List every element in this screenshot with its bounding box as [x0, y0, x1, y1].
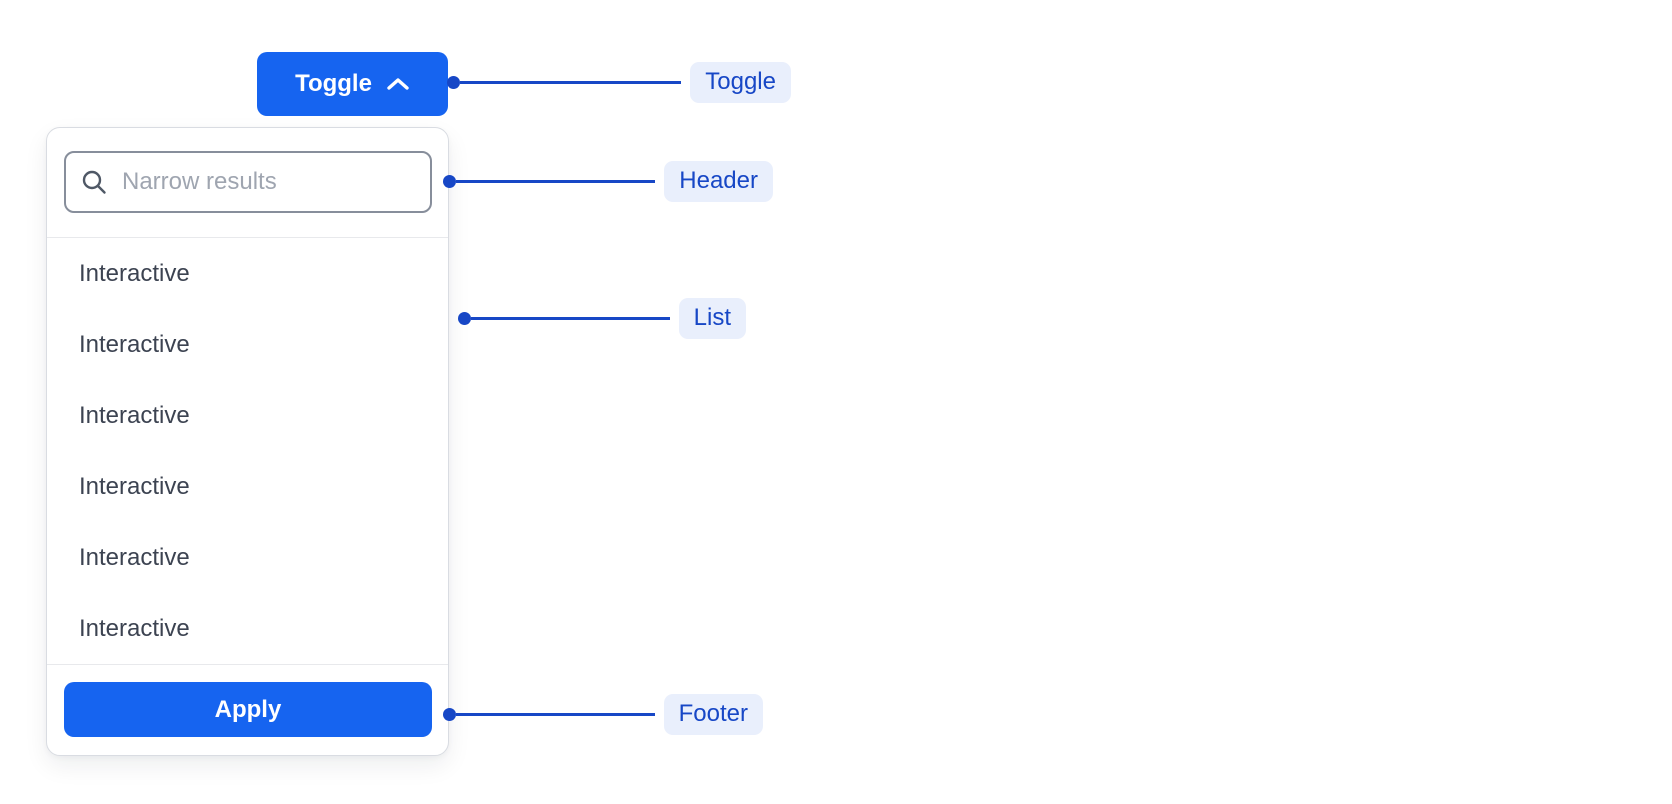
- annotation-toggle: Toggle: [447, 61, 791, 103]
- annotation-list: List: [458, 297, 746, 339]
- connector-line: [456, 712, 655, 716]
- annotation-footer: Footer: [443, 693, 763, 735]
- dropdown-panel: Interactive Interactive Interactive Inte…: [46, 127, 449, 756]
- connector-dot: [447, 75, 460, 89]
- annotation-label: Header: [664, 160, 773, 202]
- footer-divider: [47, 664, 448, 665]
- dropdown-footer: Apply: [47, 665, 448, 755]
- apply-button[interactable]: Apply: [64, 682, 432, 737]
- connector-dot: [443, 707, 456, 721]
- list-item[interactable]: Interactive: [47, 380, 448, 451]
- annotation-label: Footer: [663, 693, 763, 735]
- connector-line: [471, 316, 670, 320]
- chevron-up-icon: [386, 76, 410, 92]
- dropdown-list: Interactive Interactive Interactive Inte…: [47, 238, 448, 664]
- connector-line: [460, 80, 682, 84]
- connector-dot: [443, 174, 456, 188]
- connector-dot: [458, 311, 471, 325]
- toggle-button-label: Toggle: [295, 70, 372, 97]
- list-item[interactable]: Interactive: [47, 238, 448, 309]
- annotation-label: List: [678, 297, 746, 339]
- search-field-wrapper: [64, 151, 432, 213]
- list-item[interactable]: Interactive: [47, 593, 448, 664]
- dropdown-header: [47, 128, 448, 237]
- annotation-label: Toggle: [690, 61, 791, 103]
- list-item[interactable]: Interactive: [47, 522, 448, 593]
- connector-line: [456, 179, 656, 183]
- toggle-button[interactable]: Toggle: [257, 52, 448, 116]
- search-input[interactable]: [64, 151, 432, 213]
- annotation-header: Header: [443, 160, 773, 202]
- list-item[interactable]: Interactive: [47, 451, 448, 522]
- list-item[interactable]: Interactive: [47, 309, 448, 380]
- header-divider: [47, 237, 448, 238]
